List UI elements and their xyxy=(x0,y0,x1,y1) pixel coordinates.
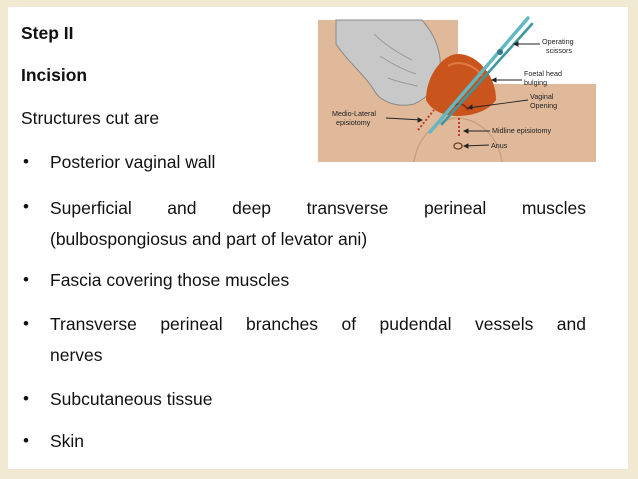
slide-border-top xyxy=(0,0,638,7)
bullet-fascia: Fascia covering those muscles xyxy=(50,270,290,290)
operating-scissors xyxy=(428,16,534,134)
foetal-head-bulge xyxy=(426,54,496,116)
bullet-dot: • xyxy=(23,431,29,450)
mediolateral-incision-line xyxy=(417,109,435,131)
slide-border-bottom xyxy=(0,469,638,479)
slide-border-right xyxy=(628,0,638,479)
bullet-dot: • xyxy=(23,152,29,171)
incision-heading: Incision xyxy=(21,65,88,85)
label-midline-episiotomy: Midline episiotomy xyxy=(492,126,552,135)
episiotomy-illustration: Operating scissors Foetal head bulging V… xyxy=(318,14,596,162)
label-foetal-head-2: bulging xyxy=(524,78,547,87)
bullet-transverse-perineal-muscles-cont: (bulbospongiosus and part of levator ani… xyxy=(50,229,368,249)
label-vaginal-opening-2: Opening xyxy=(530,101,557,110)
label-operating-scissors-1: Operating xyxy=(542,37,574,46)
bullet-dot: • xyxy=(23,389,29,408)
label-anus: Anus xyxy=(491,141,508,150)
gloved-hand xyxy=(335,19,441,106)
step-label: Step II xyxy=(21,23,74,43)
bullet-posterior-vaginal-wall: Posterior vaginal wall xyxy=(50,152,216,172)
skin-lower xyxy=(318,84,596,162)
label-mediolateral-1: Medio-Lateral xyxy=(332,109,376,118)
bullet-subcutaneous-tissue: Subcutaneous tissue xyxy=(50,389,213,409)
structures-intro: Structures cut are xyxy=(21,108,160,128)
bullet-pudendal-branches-cont: nerves xyxy=(50,345,103,365)
bullet-pudendal-branches: Transverse perineal branches of pudendal… xyxy=(50,314,586,334)
bullet-transverse-perineal-muscles: Superficial and deep transverse perineal… xyxy=(50,198,586,218)
bullet-skin: Skin xyxy=(50,431,85,451)
label-vaginal-opening-1: Vaginal xyxy=(530,92,554,101)
label-operating-scissors-2: scissors xyxy=(546,46,572,55)
anus-icon xyxy=(453,142,463,150)
bullet-dot: • xyxy=(23,270,29,289)
slide-border-left xyxy=(0,0,8,479)
label-mediolateral-2: episiotomy xyxy=(336,118,371,127)
bullet-dot: • xyxy=(23,314,29,333)
bullet-dot: • xyxy=(23,197,29,216)
label-foetal-head-1: Foetal head xyxy=(524,69,562,78)
glove-fingers xyxy=(373,33,419,87)
